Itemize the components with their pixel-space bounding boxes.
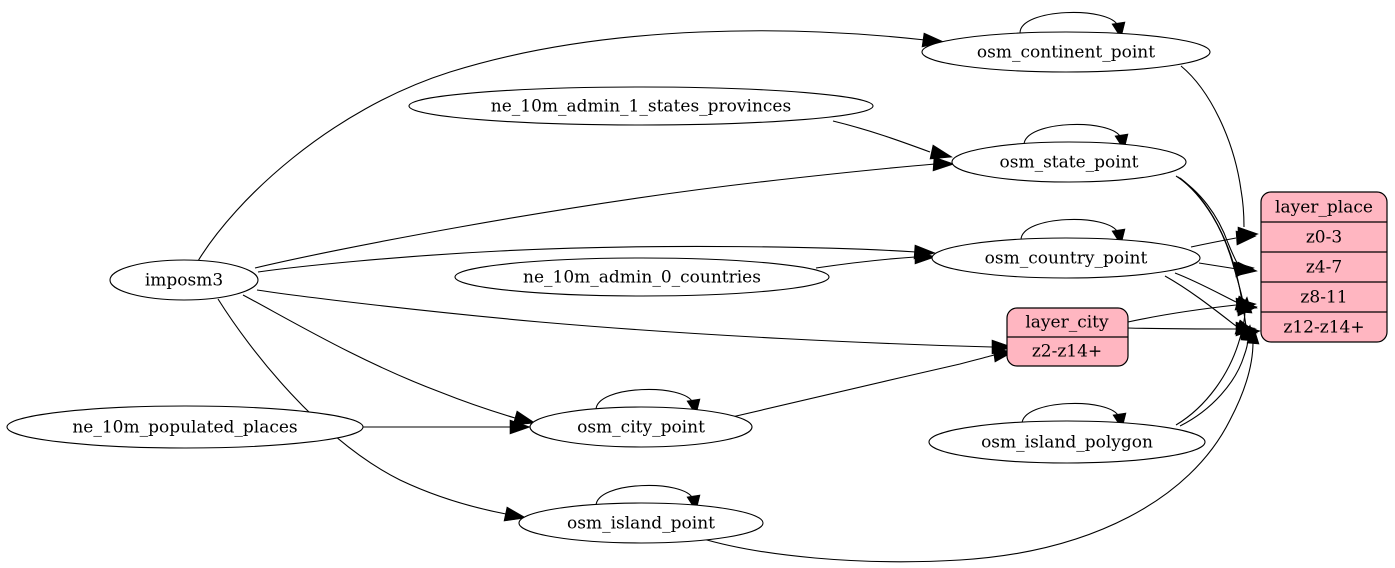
edge-layer xyxy=(197,11,1261,563)
record-layer-place-row-z8-11[interactable]: z8-11 xyxy=(1300,288,1347,308)
arrowhead-icon xyxy=(1238,296,1253,314)
node-imposm3-label: imposm3 xyxy=(145,271,223,291)
node-ne-countries-shape[interactable] xyxy=(454,257,830,297)
edge-imposm3-to-layer-city xyxy=(256,289,993,348)
node-osm-island-point-shape[interactable] xyxy=(518,502,764,544)
edge-osm-island-polygon-to-layer-place-z12-z14 xyxy=(1179,337,1249,427)
edge-ne-states-to-osm-state-point xyxy=(832,120,931,153)
edge-self-loop-osm-continent-point xyxy=(1019,11,1119,34)
node-osm-state-point-shape[interactable] xyxy=(951,141,1187,183)
record-layer-place-row-z0-3[interactable]: z0-3 xyxy=(1306,228,1342,248)
node-osm-country-point[interactable]: osm_country_point xyxy=(931,237,1201,279)
record-layer-place[interactable]: layer_place z0-3 z4-7 z8-11 z12-z14+ xyxy=(1260,191,1388,343)
record-layer-city-row-z2-z14[interactable]: z2-z14+ xyxy=(1032,342,1102,362)
node-ne-10m-admin-1-states-provinces[interactable]: ne_10m_admin_1_states_provinces xyxy=(408,86,874,126)
node-osm-continent-point-label: osm_continent_point xyxy=(977,43,1155,63)
arrowhead-icon xyxy=(932,156,955,172)
node-ne-10m-populated-places[interactable]: ne_10m_populated_places xyxy=(6,405,364,449)
edge-osm-country-point-to-layer-place-z0-3 xyxy=(1190,237,1237,248)
edge-self-loop-osm-island-polygon xyxy=(1021,402,1120,425)
node-ne-populated-shape[interactable] xyxy=(6,405,364,449)
edge-osm-island-point-to-layer-place-z12-z14 xyxy=(699,341,1254,563)
node-imposm3[interactable]: imposm3 xyxy=(109,259,259,301)
record-layer: layer_city z2-z14+ layer_place z0-3 z4-7… xyxy=(1006,191,1388,367)
arrowhead-icon xyxy=(1246,327,1260,345)
edge-self-loop-osm-country-point xyxy=(1020,218,1119,241)
record-layer-place-row-z12-z14[interactable]: z12-z14+ xyxy=(1283,318,1364,338)
node-osm-continent-point-shape[interactable] xyxy=(921,31,1211,73)
node-ne-states-shape[interactable] xyxy=(408,86,874,126)
node-osm-state-point-label: osm_state_point xyxy=(1000,153,1139,173)
node-osm-country-point-label: osm_country_point xyxy=(985,249,1148,269)
arrowhead-icon xyxy=(914,249,936,265)
arrowhead-icon xyxy=(929,144,953,160)
node-osm-island-point[interactable]: osm_island_point xyxy=(518,502,764,544)
node-osm-city-point-label: osm_city_point xyxy=(577,418,705,438)
node-osm-island-polygon-shape[interactable] xyxy=(928,420,1206,464)
arrowhead-icon xyxy=(1235,261,1258,277)
record-layer-city[interactable]: layer_city z2-z14+ xyxy=(1006,307,1129,367)
edge-layer-city-to-layer-place-z12-z14 xyxy=(1127,327,1237,330)
node-osm-continent-point[interactable]: osm_continent_point xyxy=(921,31,1211,73)
record-layer-place-box[interactable] xyxy=(1260,191,1388,343)
node-osm-island-polygon[interactable]: osm_island_polygon xyxy=(928,420,1206,464)
edge-layer-city-to-layer-place-z8-11 xyxy=(1127,304,1237,323)
record-layer-city-header: layer_city xyxy=(1025,313,1109,333)
arrowhead-icon xyxy=(503,506,527,522)
arrowhead-icon xyxy=(1235,230,1257,246)
edge-osm-city-point-to-layer-city xyxy=(731,354,995,418)
record-layer-place-header: layer_place xyxy=(1275,198,1373,218)
edge-imposm3-to-osm-island-point xyxy=(217,298,507,515)
arrowhead-icon xyxy=(512,410,536,426)
node-osm-island-point-label: osm_island_point xyxy=(567,514,715,534)
edge-imposm3-to-osm-state-point xyxy=(254,163,936,269)
node-osm-city-point[interactable]: osm_city_point xyxy=(529,406,753,448)
edge-self-loop-osm-city-point xyxy=(595,388,694,411)
edge-osm-continent-point-to-layer-place-z0-3 xyxy=(1180,65,1245,228)
edge-osm-state-point-to-layer-place-z8-11 xyxy=(1177,176,1244,303)
node-ne-countries-label: ne_10m_admin_0_countries xyxy=(523,268,761,288)
edge-self-loop-osm-state-point xyxy=(1023,123,1122,146)
node-imposm3-shape[interactable] xyxy=(109,259,259,301)
edge-imposm3-to-osm-continent-point xyxy=(197,30,926,262)
record-layer-place-row-z4-7[interactable]: z4-7 xyxy=(1306,258,1342,278)
arrowhead-icon xyxy=(509,419,531,435)
node-layer: imposm3 ne_10m_admin_1_states_provinces … xyxy=(6,31,1211,544)
edge-imposm3-to-osm-country-point xyxy=(257,245,917,273)
edge-osm-country-point-to-layer-place-z12-z14 xyxy=(1164,275,1237,327)
node-osm-state-point[interactable]: osm_state_point xyxy=(951,141,1187,183)
edge-imposm3-to-osm-city-point xyxy=(242,294,516,419)
node-ne-10m-admin-0-countries[interactable]: ne_10m_admin_0_countries xyxy=(454,257,830,297)
edge-self-loop-osm-island-point xyxy=(595,484,694,507)
node-ne-states-label: ne_10m_admin_1_states_provinces xyxy=(491,97,791,117)
node-osm-country-point-shape[interactable] xyxy=(931,237,1201,279)
edge-osm-country-point-to-layer-place-z4-7 xyxy=(1198,262,1238,270)
node-osm-city-point-shape[interactable] xyxy=(529,406,753,448)
edge-osm-country-point-to-layer-place-z8-11 xyxy=(1174,272,1237,303)
edge-ne-countries-to-osm-country-point xyxy=(815,256,916,269)
node-osm-island-polygon-label: osm_island_polygon xyxy=(981,433,1153,453)
edge-osm-island-polygon-to-layer-place-z8-11 xyxy=(1175,309,1246,426)
node-ne-populated-label: ne_10m_populated_places xyxy=(72,418,297,438)
